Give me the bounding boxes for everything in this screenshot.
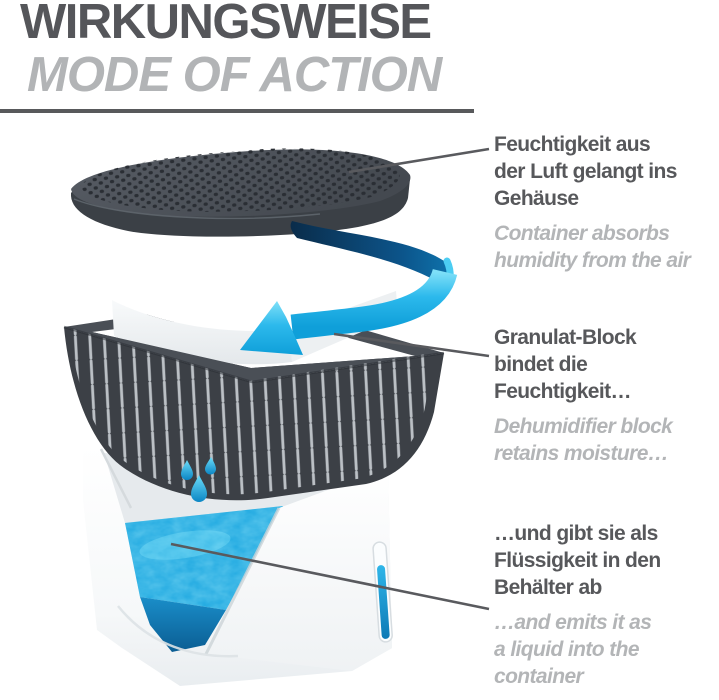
perforated-lid	[71, 148, 411, 237]
leader-line-block	[333, 332, 490, 358]
lid-ventilation-holes	[80, 148, 400, 212]
collected-water	[125, 506, 283, 652]
basket	[63, 325, 445, 501]
leader-lines	[170, 147, 490, 611]
water-drops	[181, 457, 216, 502]
water-level-indicator	[372, 541, 393, 643]
page-subtitle: MODE OF ACTION	[27, 48, 442, 102]
arrowhead	[240, 301, 303, 355]
leader-line-water	[170, 542, 490, 611]
leader-line-lid	[348, 147, 490, 174]
airflow-arrow	[240, 221, 458, 355]
divider-line	[0, 109, 474, 113]
page-title: WIRKUNGSWEISE	[20, 0, 432, 49]
